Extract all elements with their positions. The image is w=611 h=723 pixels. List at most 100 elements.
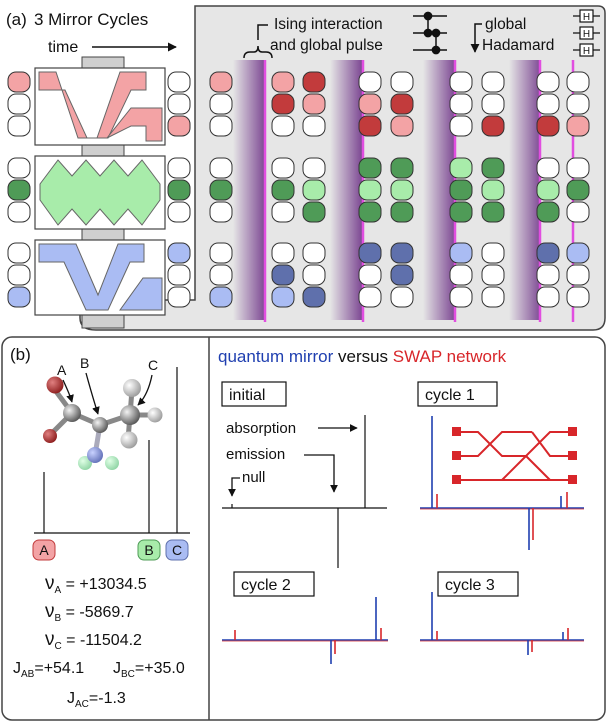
qubit-state	[536, 264, 560, 286]
ising-label-line2: and global pulse	[270, 37, 383, 54]
qubit-state	[536, 115, 560, 137]
qubit-right	[167, 93, 191, 115]
svg-text:cycle 1: cycle 1	[425, 387, 475, 404]
nu-b-line: νB = -5869.7	[45, 601, 134, 624]
qubit-left	[7, 93, 31, 115]
panel-b: (b) A B C	[10, 345, 190, 710]
qubit-state	[358, 157, 382, 179]
badge-a: A	[32, 539, 56, 561]
qubit-state	[358, 71, 382, 93]
qubit-state	[209, 286, 233, 308]
nmr-spectrum	[34, 367, 190, 534]
j-ab-line: JAB=+54.1	[13, 660, 84, 680]
qubit-state	[302, 264, 326, 286]
qubit-left	[7, 157, 31, 179]
qubit-state	[449, 201, 473, 223]
cycle-2-spectrum	[222, 597, 388, 664]
j-ac-line: JAC=-1.3	[67, 690, 126, 710]
atom-label-c: C	[148, 357, 158, 373]
qubit-state	[449, 242, 473, 264]
qubit-left	[7, 179, 31, 201]
emission-label: emission	[226, 446, 285, 463]
initial-spectrum	[222, 415, 387, 568]
qubit-state	[302, 157, 326, 179]
swap-network-icon	[452, 427, 577, 484]
qubit-state	[536, 157, 560, 179]
hadamard-pointer	[470, 23, 482, 53]
label-cycle-1: cycle 1	[417, 381, 498, 407]
panel-a-label: (a)	[6, 10, 27, 29]
green-mirror-path	[39, 159, 161, 226]
svg-text:H: H	[583, 29, 590, 40]
ising-pulse-band	[509, 60, 541, 320]
qubit-right	[167, 71, 191, 93]
qubit-state	[449, 115, 473, 137]
qubit-state	[566, 201, 590, 223]
qubit-state	[358, 179, 382, 201]
blue-mirror-path	[38, 243, 145, 311]
qubit-state	[536, 242, 560, 264]
svg-text:A: A	[39, 542, 49, 558]
qubit-right	[167, 286, 191, 308]
qubit-state	[302, 179, 326, 201]
qubit-columns	[7, 60, 590, 322]
qubit-state	[302, 93, 326, 115]
qubit-state	[271, 115, 295, 137]
qubit-state	[390, 242, 414, 264]
absorption-label: absorption	[226, 420, 296, 437]
qubit-state	[271, 93, 295, 115]
qubit-state	[271, 286, 295, 308]
qubit-state	[481, 242, 505, 264]
qubit-state	[566, 242, 590, 264]
qubit-state	[566, 264, 590, 286]
qubit-state	[481, 286, 505, 308]
qubit-right	[167, 179, 191, 201]
ising-gate-icon	[413, 11, 447, 55]
qubit-state	[358, 93, 382, 115]
qubit-state	[209, 93, 233, 115]
qubit-right	[167, 242, 191, 264]
hadamard-label-line2: Hadamard	[482, 37, 554, 54]
label-initial: initial	[221, 381, 287, 407]
qubit-state	[271, 264, 295, 286]
qubit-state	[449, 286, 473, 308]
qubit-state	[358, 286, 382, 308]
qubit-state	[302, 71, 326, 93]
qubit-state	[390, 201, 414, 223]
qubit-state	[481, 157, 505, 179]
svg-text:B: B	[144, 542, 153, 558]
qubit-state	[481, 93, 505, 115]
ising-label-line1: Ising interaction	[274, 16, 383, 33]
qubit-state	[358, 201, 382, 223]
qubit-state	[358, 242, 382, 264]
svg-text:cycle 3: cycle 3	[445, 577, 495, 594]
qubit-state	[390, 264, 414, 286]
cycle-1-spectrum	[420, 416, 584, 550]
molecule-model	[43, 376, 163, 470]
cycle-diagrams	[34, 56, 166, 329]
j-bc-line: JBC=+35.0	[113, 660, 185, 680]
svg-text:H: H	[583, 12, 590, 23]
qubit-left	[7, 71, 31, 93]
nu-c-line: νC = -11504.2	[45, 629, 142, 652]
ising-pointer	[257, 24, 268, 40]
atom-label-a: A	[57, 362, 67, 378]
qubit-left	[7, 242, 31, 264]
qubit-state	[536, 179, 560, 201]
qubit-state	[481, 264, 505, 286]
qubit-state	[536, 201, 560, 223]
qubit-state	[481, 179, 505, 201]
qubit-state	[390, 93, 414, 115]
qubit-state	[209, 179, 233, 201]
qubit-state	[449, 179, 473, 201]
badge-c: C	[165, 539, 189, 561]
qubit-state	[390, 71, 414, 93]
qubit-state	[358, 115, 382, 137]
panel-spectra: quantum mirror versus SWAP network initi…	[218, 347, 584, 664]
qubit-state	[566, 115, 590, 137]
qubit-left	[7, 286, 31, 308]
qubit-state	[209, 115, 233, 137]
qubit-state	[209, 201, 233, 223]
qubit-state	[209, 71, 233, 93]
panel-b-label: (b)	[10, 345, 31, 364]
